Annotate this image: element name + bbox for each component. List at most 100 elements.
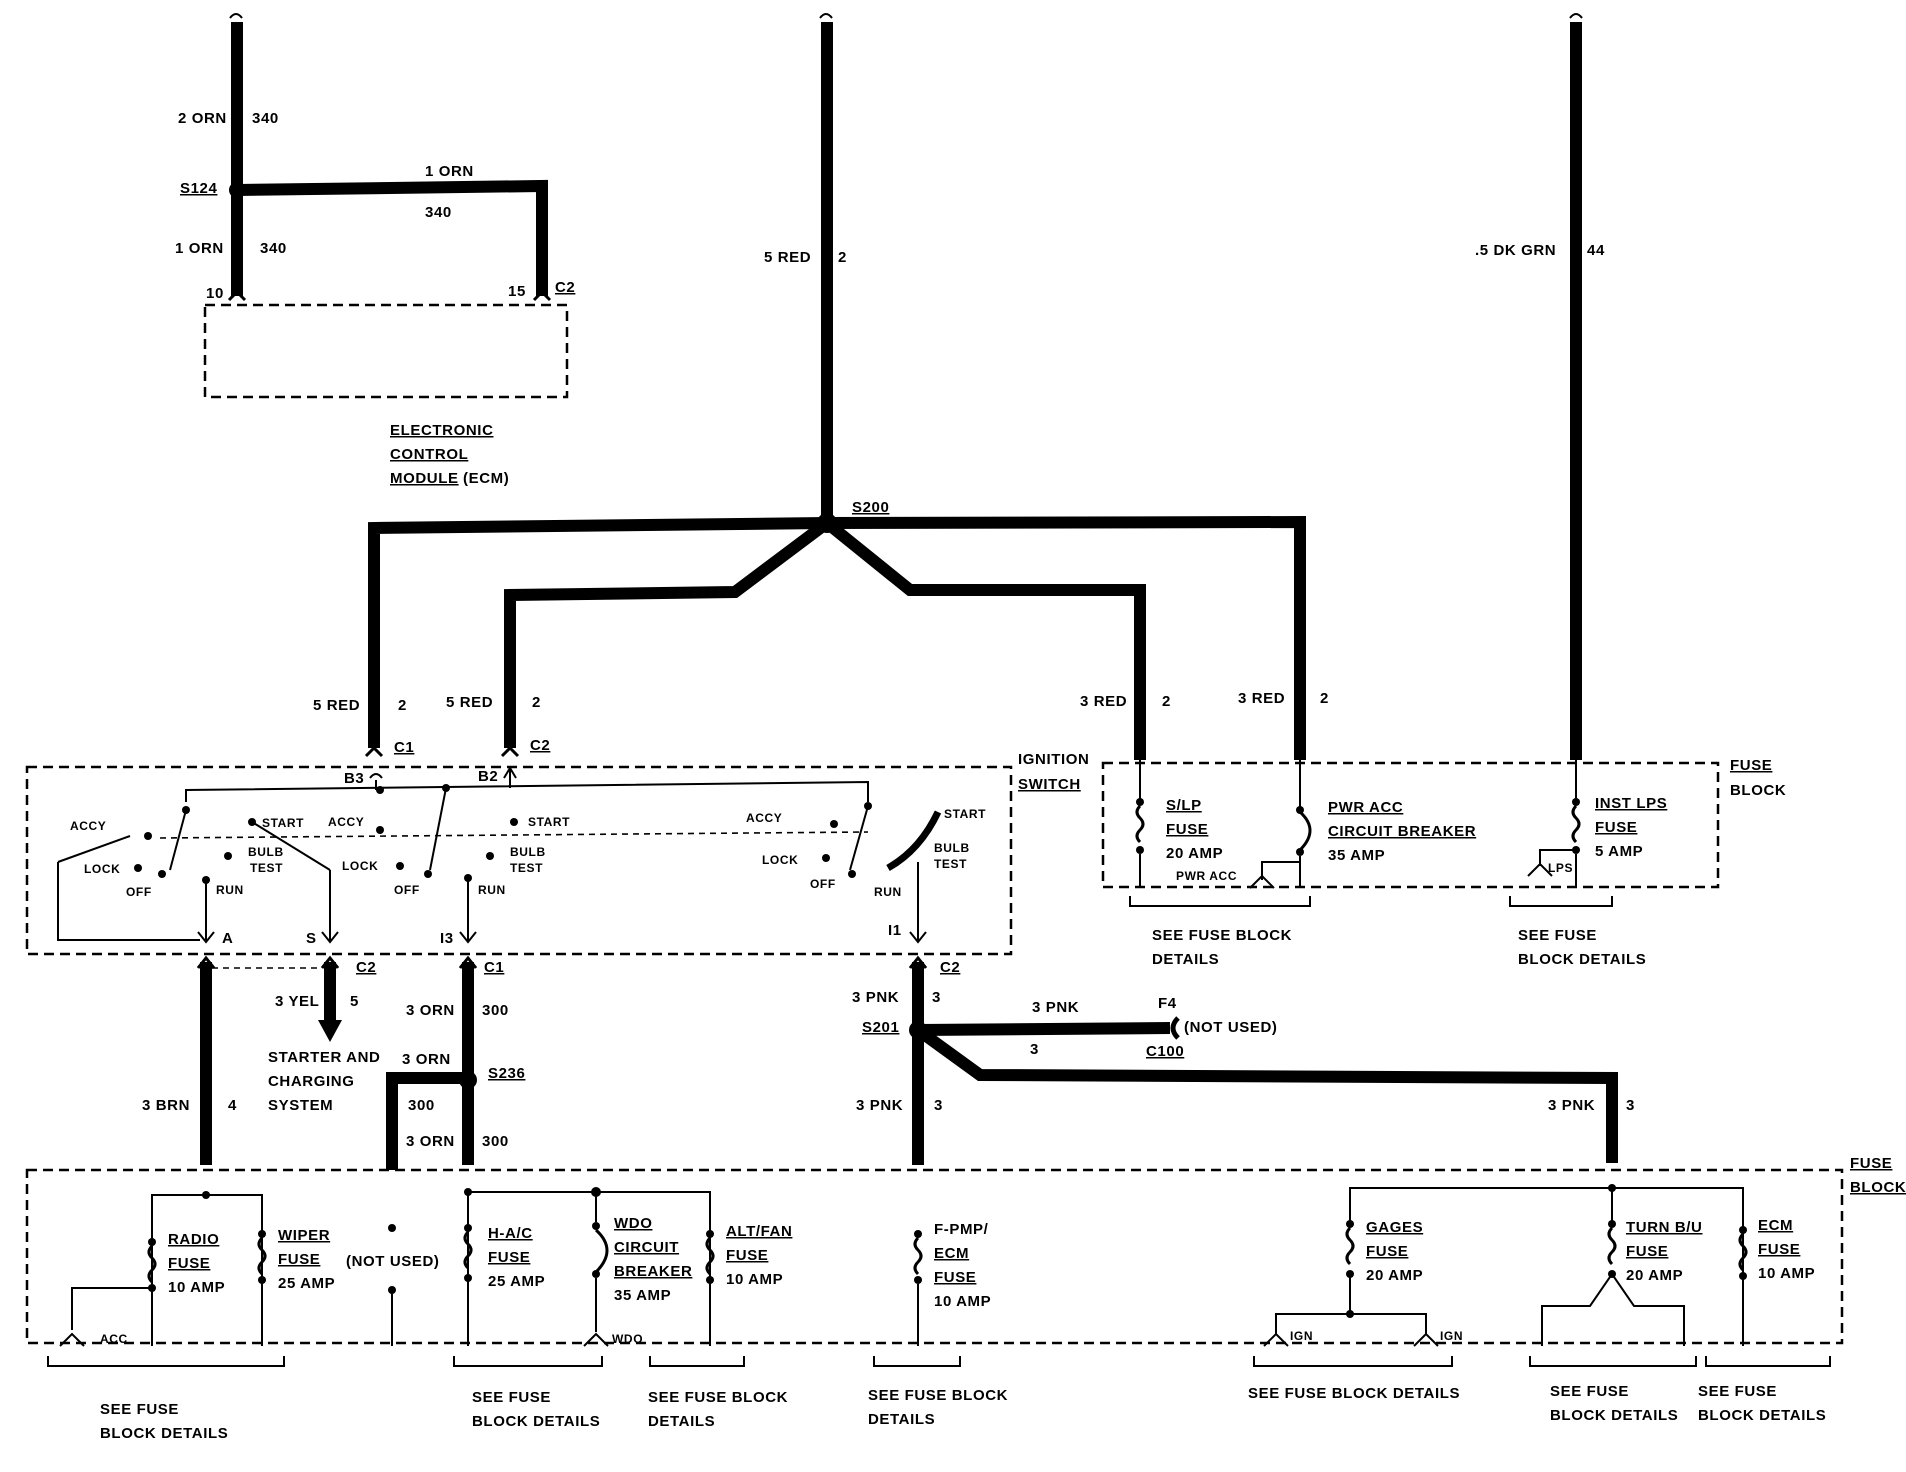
see-bottom-c-line2: DETAILS [648, 1413, 715, 1430]
see-bottom-f-line2: BLOCK DETAILS [1550, 1407, 1678, 1424]
ign-s3-bulb: BULB [934, 841, 970, 855]
ecm-pin-10: 10 [206, 285, 224, 302]
fpmp-label-2: ECM [934, 1245, 969, 1262]
slp-wire-color: 3 RED [1080, 693, 1127, 710]
turn-label-2: FUSE [1626, 1243, 1668, 1260]
f4-pin: F4 [1158, 995, 1177, 1012]
ecm-connector-c2: C2 [555, 279, 575, 296]
bracket-bottom-b [453, 1356, 603, 1367]
ecm-top-wire-circuit: 340 [252, 110, 279, 127]
ign-s3-test: TEST [934, 857, 967, 871]
center-feed-circuit: 2 [838, 249, 847, 266]
lower-wires: 3 BRN 4 C2 3 YEL 5 STARTER AND CHARGING … [142, 955, 1634, 1170]
alt-label-3: 10 AMP [726, 1271, 783, 1288]
ignition-title-1: IGNITION [1018, 751, 1089, 768]
ign-s3-lock: LOCK [762, 853, 798, 867]
ecm-pin-15: 15 [508, 283, 526, 300]
wire-to-slp-fuse [823, 518, 1146, 760]
ign-s2-start: START [528, 815, 570, 829]
fuse-block-bottom: FUSE BLOCK ACC RADIO FUSE 10 AMP WIPER F… [25, 1155, 1906, 1442]
pwracc-label-3: 35 AMP [1328, 847, 1385, 864]
ecm-branch-wire [236, 179, 548, 296]
pnk-right-wire [914, 1025, 1618, 1163]
pnk-wire-color: 3 PNK [852, 989, 899, 1006]
ecm-label-line3b: (ECM) [463, 470, 509, 487]
bracket-bottom-d [873, 1356, 961, 1367]
ign-s2-test: TEST [510, 861, 543, 875]
fuse-block-bottom-title-1: FUSE [1850, 1155, 1892, 1172]
wdo-label-1: WDO [614, 1215, 652, 1232]
ign-s3-off: OFF [810, 877, 836, 891]
center-feed-color: 5 RED [764, 249, 811, 266]
pnk-f4-wire [917, 1022, 1171, 1036]
wire-to-pwr-acc [826, 515, 1306, 760]
ign-pin-a: A [222, 930, 233, 947]
pnk-connector-c2: C2 [940, 959, 960, 976]
fuse-block-top-box [1101, 761, 1720, 889]
see-bottom-a-line2: BLOCK DETAILS [100, 1425, 228, 1442]
s200-label: S200 [852, 499, 889, 516]
see-bottom-c-line1: SEE FUSE BLOCK [648, 1389, 788, 1406]
starter-label-3: SYSTEM [268, 1097, 333, 1114]
ecm-label-line3a: MODULE [390, 470, 459, 487]
pwracc-small-label: PWR ACC [1176, 869, 1237, 883]
see-top-1-line2: DETAILS [1152, 951, 1219, 968]
ign-pin-b2: B2 [478, 768, 498, 785]
ecm-section: 2 ORN 340 S124 1 ORN 340 1 ORN 340 10 15… [175, 13, 575, 487]
slp-label-2: FUSE [1166, 821, 1208, 838]
ecm-label-line2: CONTROL [390, 446, 468, 463]
f4-wire-color: 3 PNK [1032, 999, 1079, 1016]
wire-to-ignition-c1 [368, 517, 828, 748]
ign-pin-s: S [306, 930, 317, 947]
fuse-block-bottom-box [25, 1168, 1844, 1345]
bracket-top-1 [1129, 896, 1311, 907]
see-bottom-b-line2: BLOCK DETAILS [472, 1413, 600, 1430]
alt-label-2: FUSE [726, 1247, 768, 1264]
see-bottom-g-line2: BLOCK DETAILS [1698, 1407, 1826, 1424]
wiper-label-3: 25 AMP [278, 1275, 335, 1292]
see-bottom-a-line1: SEE FUSE [100, 1401, 179, 1418]
fuse-block-top: FUSE BLOCK 3 RED 2 3 RED 2 S/LP FUSE 20 … [1080, 690, 1786, 968]
fpmp-label-1: F-PMP/ [934, 1221, 989, 1238]
radio-label-3: 10 AMP [168, 1279, 225, 1296]
see-bottom-b-line1: SEE FUSE [472, 1389, 551, 1406]
ign-label-b: IGN [1440, 1329, 1463, 1343]
orn-wire-circuit: 300 [482, 1002, 509, 1019]
see-bottom-g-line1: SEE FUSE [1698, 1383, 1777, 1400]
ecm-top-wire-color: 2 ORN [178, 110, 227, 127]
slp-wire-circuit: 2 [1162, 693, 1171, 710]
wdo-label-4: 35 AMP [614, 1287, 671, 1304]
starter-label-2: CHARGING [268, 1073, 354, 1090]
slp-label-3: 20 AMP [1166, 845, 1223, 862]
f4-not-used: (NOT USED) [1184, 1019, 1278, 1036]
ign-s1-lock: LOCK [84, 862, 120, 876]
ecm-fuse-label-3: 10 AMP [1758, 1265, 1815, 1282]
ign-connector-c2: C2 [530, 737, 550, 754]
brn-wire-circuit: 4 [228, 1097, 237, 1114]
s201-label: S201 [862, 1019, 899, 1036]
orn2-wire-color: 3 ORN [402, 1051, 451, 1068]
orn-wire-color: 3 ORN [406, 1002, 455, 1019]
ecm-lower-color: 1 ORN [175, 240, 224, 257]
ign-c1-wire-color: 5 RED [313, 697, 360, 714]
s236-label: S236 [488, 1065, 525, 1082]
right-feed-circuit: 44 [1587, 242, 1605, 259]
fpmp-label-3: FUSE [934, 1269, 976, 1286]
ignition-title-2: SWITCH [1018, 776, 1081, 793]
slp-label-1: S/LP [1166, 797, 1202, 814]
gages-label-3: 20 AMP [1366, 1267, 1423, 1284]
ign-s1-run: RUN [216, 883, 244, 897]
bracket-bottom-f [1529, 1356, 1697, 1367]
fuse-block-top-title-1: FUSE [1730, 757, 1772, 774]
right-feed: .5 DK GRN 44 [1475, 13, 1605, 760]
see-bottom-e: SEE FUSE BLOCK DETAILS [1248, 1385, 1460, 1402]
ecm-branch-circuit: 340 [425, 204, 452, 221]
orn-branch-circuit: 300 [408, 1097, 435, 1114]
yel-connector-c2: C2 [356, 959, 376, 976]
ign-s1-bulb: BULB [248, 845, 284, 859]
ecm-lower-circuit: 340 [260, 240, 287, 257]
starter-label-1: STARTER AND [268, 1049, 380, 1066]
alt-label-1: ALT/FAN [726, 1223, 792, 1240]
instlps-label-1: INST LPS [1595, 795, 1667, 812]
wdo-label-3: BREAKER [614, 1263, 692, 1280]
